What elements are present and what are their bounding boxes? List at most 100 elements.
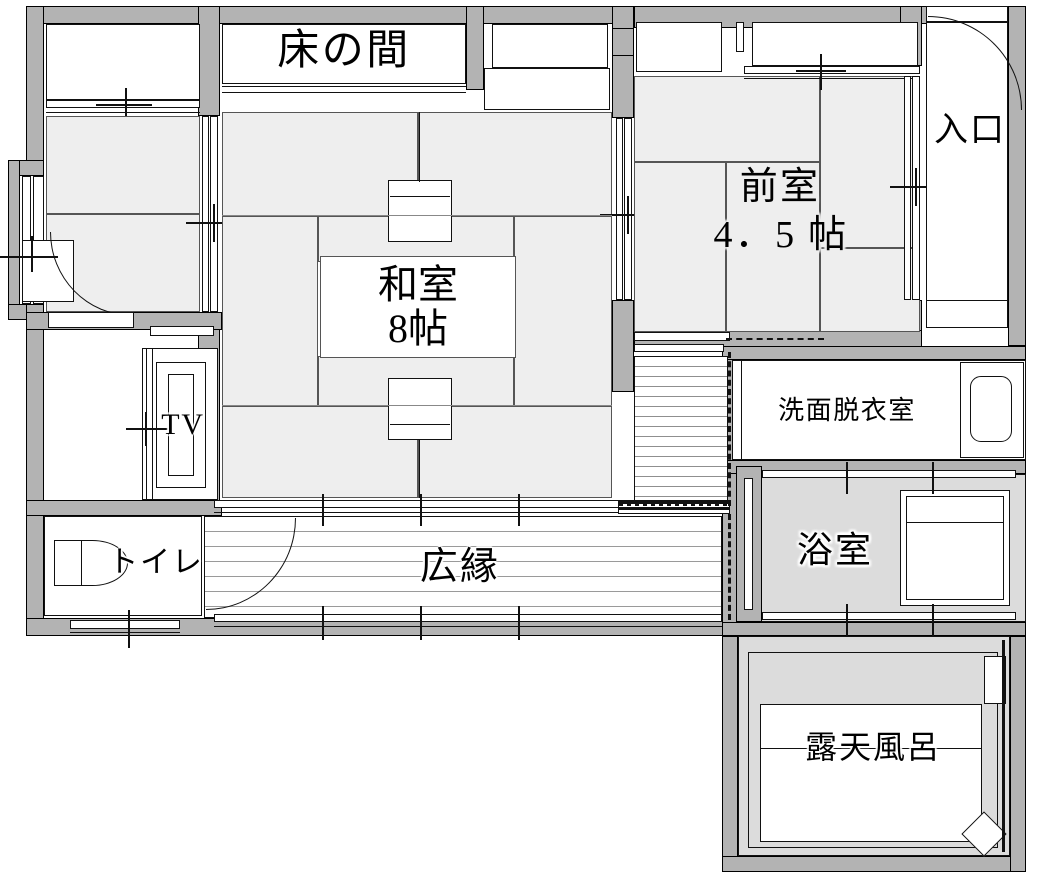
washitsu-name: 和室 (378, 262, 458, 307)
zenshitsu-closet-rail (744, 78, 920, 80)
hiroen-bot-tick1 (322, 606, 324, 640)
wall-roten-bottom (722, 856, 1026, 872)
hiroen-top-tick1 (322, 494, 324, 526)
shoji-left-tick-v (213, 204, 215, 242)
zabuton-lower-back (390, 424, 450, 426)
tv-tick-v (145, 412, 147, 446)
zenshitsu-size: 4．5 帖 (713, 214, 849, 256)
tatami-w6 (514, 216, 612, 406)
tatami-z2 (820, 76, 920, 248)
closet-door-rail (46, 112, 200, 114)
shoji-washitsu-right-a[interactable] (616, 118, 623, 300)
zenshitsu-name: 前室 (739, 166, 821, 208)
left-bay-tick-v (31, 236, 33, 272)
wall-right-outer-upper (1008, 6, 1026, 346)
tokonoma-edge2 (222, 92, 466, 94)
tv-rail-a (146, 348, 148, 500)
iriguchi-label: 入口 (933, 112, 1007, 149)
corridor-top-door[interactable] (634, 344, 724, 352)
rotenburo-tub (760, 704, 982, 842)
bathtub-inner (906, 496, 1004, 600)
wall-left-outer-upper (26, 6, 44, 166)
wall-roten-left (722, 636, 738, 872)
toilet-label: トイレ (108, 546, 204, 579)
zabuton-upper-back (390, 196, 450, 198)
wall-closet-right (198, 6, 220, 116)
washitsu-size: 8帖 (388, 306, 448, 351)
yoku-top-tick1 (846, 462, 848, 494)
tatami-z4 (726, 162, 820, 332)
tv-shelf (150, 326, 214, 336)
shoji-zenshitsu-right-a[interactable] (904, 76, 911, 300)
rotenburo-tub-lip (760, 748, 982, 750)
yoku-bot-tick1 (846, 604, 848, 638)
zenshitsu-closet-left (636, 22, 722, 72)
senmen-left-door[interactable] (732, 360, 742, 460)
zabuton-upper (388, 180, 452, 242)
tatami-z1 (634, 76, 820, 162)
zenshitsu-closet-tick-v (820, 54, 822, 90)
yokushitsu-top-rail[interactable] (762, 470, 1016, 478)
shoji-hiroen-top-a[interactable] (214, 500, 622, 508)
wall-roten-right (1010, 636, 1026, 872)
wall-tokonoma-right (466, 6, 484, 90)
washitsu-label-box: 和室 8帖 (320, 256, 516, 358)
tatami-w7 (222, 406, 418, 498)
closet-tick-h (96, 104, 152, 106)
tv-rail-b (152, 348, 154, 500)
corridor-dashed-divider-lower (728, 514, 731, 620)
tv-label: TV (161, 408, 205, 441)
yokushitsu-label: 浴室 (796, 530, 874, 570)
wall-toilet-top (26, 500, 222, 516)
rotenburo-label: 露天風呂 (805, 729, 941, 765)
tokonoma-label: 床の間 (277, 28, 411, 74)
washitsu-center-axis-top (419, 112, 421, 182)
tatami-w1 (222, 112, 418, 216)
tokonoma-body (222, 24, 466, 84)
tokonoma-edge (222, 86, 466, 88)
hiroen-bot-tick3 (518, 606, 520, 640)
zenshitsu-pillar (736, 22, 744, 52)
tatami-z3 (634, 162, 726, 332)
hiroen-top-tick2 (420, 494, 422, 526)
iriguchi-step-bottom (926, 300, 1008, 328)
corridor-threshold (618, 500, 730, 514)
washitsu-center-axis-bottom (419, 440, 421, 498)
shoji-zr-tick-v (915, 168, 917, 206)
bathtub-lip (906, 522, 1004, 524)
hiroen-floor (204, 516, 722, 618)
tatami-z5 (820, 248, 920, 332)
washitsu-lower-mat-seam (222, 405, 612, 406)
senmen-label: 洗面脱衣室 (778, 396, 916, 425)
tv-screen (168, 374, 194, 476)
zenshitsu-closet-right (752, 22, 918, 66)
rotenburo-fence (1002, 640, 1005, 852)
wall-washitsu-zenshitsu-lower (612, 300, 634, 392)
toilet-door-rail (70, 632, 180, 634)
door-leaf-left-alcove[interactable] (48, 312, 134, 328)
tokonoma-side-lower (484, 68, 610, 110)
closet-tick-v (125, 88, 127, 128)
wall-washitsu-zenshitsu-upper (612, 6, 634, 118)
toilet-door[interactable] (70, 620, 180, 629)
shoji-zr-tick-h (890, 186, 946, 188)
shoji-hiroen-bottom-a[interactable] (214, 614, 722, 622)
zenshitsu-bottom-door[interactable] (634, 332, 730, 341)
wall-corridor-top (612, 28, 634, 56)
tv-tick-h (126, 428, 170, 430)
rotenburo-side-niche (984, 656, 1006, 704)
shoji-left-alcove-a[interactable] (202, 116, 209, 312)
left-bay-tick-h (0, 256, 58, 258)
zabuton-lower (388, 378, 452, 440)
tatami-w3 (222, 216, 318, 406)
wall-left-outer-lower (26, 304, 44, 636)
yokushitsu-bottom-rail[interactable] (762, 612, 1016, 620)
left-alcove-upper (46, 116, 200, 214)
shoji-wr-tick-v (627, 196, 629, 234)
wall-bath-top (722, 346, 1026, 360)
toilet-tank (54, 540, 82, 586)
shoji-hiroen-bottom-rail (214, 626, 722, 628)
zenshitsu-closet-tick-h (796, 70, 846, 72)
yokushitsu-door[interactable] (744, 478, 753, 610)
hiroen-top-tick3 (518, 494, 520, 526)
